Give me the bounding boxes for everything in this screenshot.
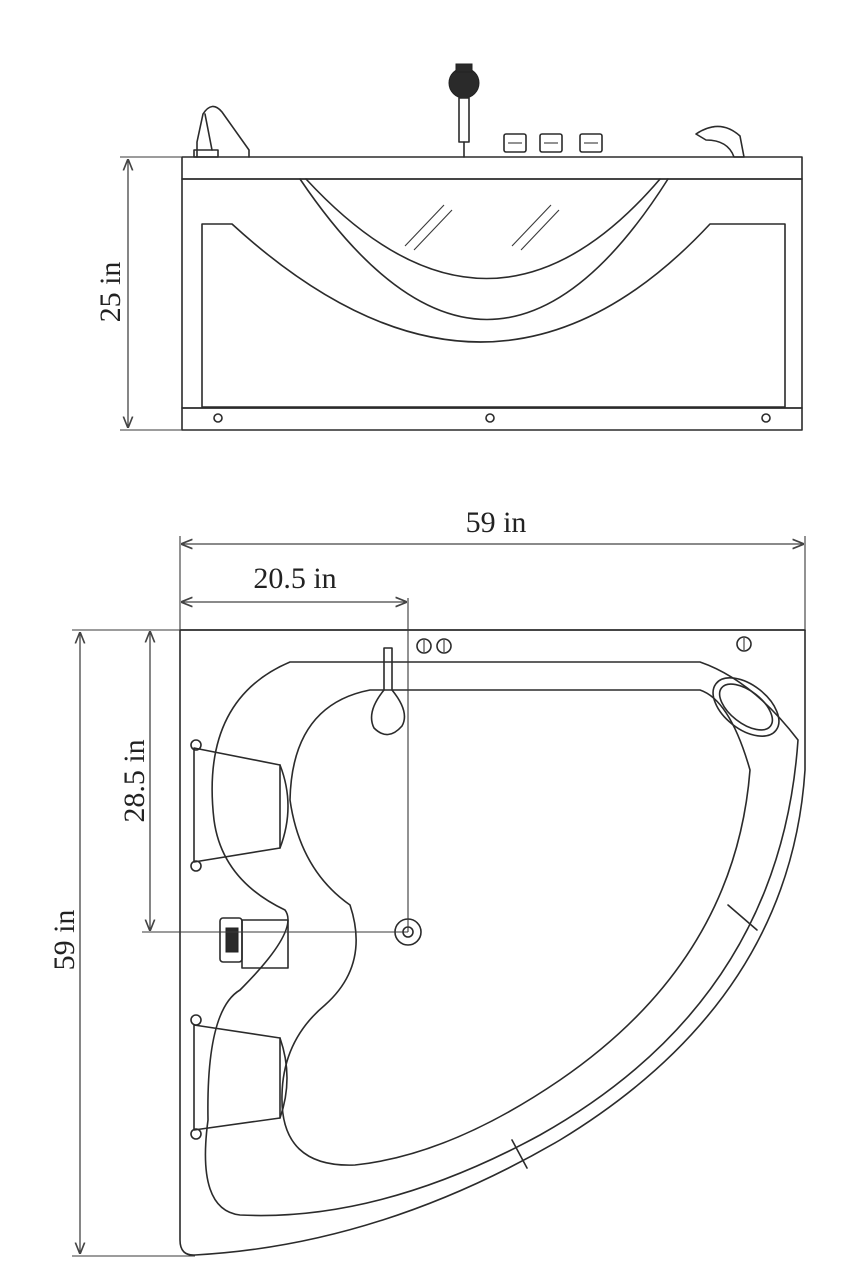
faucet-spout — [370, 647, 406, 736]
headrest-pillow — [712, 677, 780, 737]
control-knob — [416, 636, 752, 654]
faucet-base — [193, 149, 219, 158]
control-knob — [503, 133, 603, 153]
width-label: 59 in — [466, 506, 527, 539]
seat-step — [241, 919, 289, 969]
basin-outer — [204, 661, 799, 1217]
faucet-spout — [196, 105, 250, 158]
window-outer-arch — [299, 178, 669, 321]
hand-shower-icon — [448, 63, 480, 158]
control-panel-icon — [219, 917, 243, 963]
height-label: 25 in — [94, 262, 127, 323]
top-view: 59 in 20.5 in 28.5 in 59 in — [48, 506, 806, 1257]
tub-rim — [181, 156, 803, 180]
drain-x-label: 20.5 in — [253, 562, 336, 595]
faucet-neck — [204, 113, 213, 151]
headrest-pillow — [695, 125, 745, 158]
jet-pillow — [190, 1014, 288, 1140]
depth-label: 59 in — [48, 910, 81, 971]
seam-line — [511, 1139, 528, 1169]
tub-base — [181, 407, 803, 431]
jet-pillow — [190, 739, 289, 872]
apron-panel — [201, 223, 786, 408]
side-view: 25 in — [94, 63, 803, 431]
tub-apron — [181, 178, 803, 409]
seam-line — [727, 904, 758, 931]
glass-reflection — [404, 204, 560, 251]
basin-inner — [281, 689, 751, 1166]
foot-bolt — [213, 413, 771, 423]
tub-outline — [179, 629, 806, 1256]
drain-y-label: 28.5 in — [118, 739, 151, 822]
window-inner-arch — [305, 178, 661, 280]
